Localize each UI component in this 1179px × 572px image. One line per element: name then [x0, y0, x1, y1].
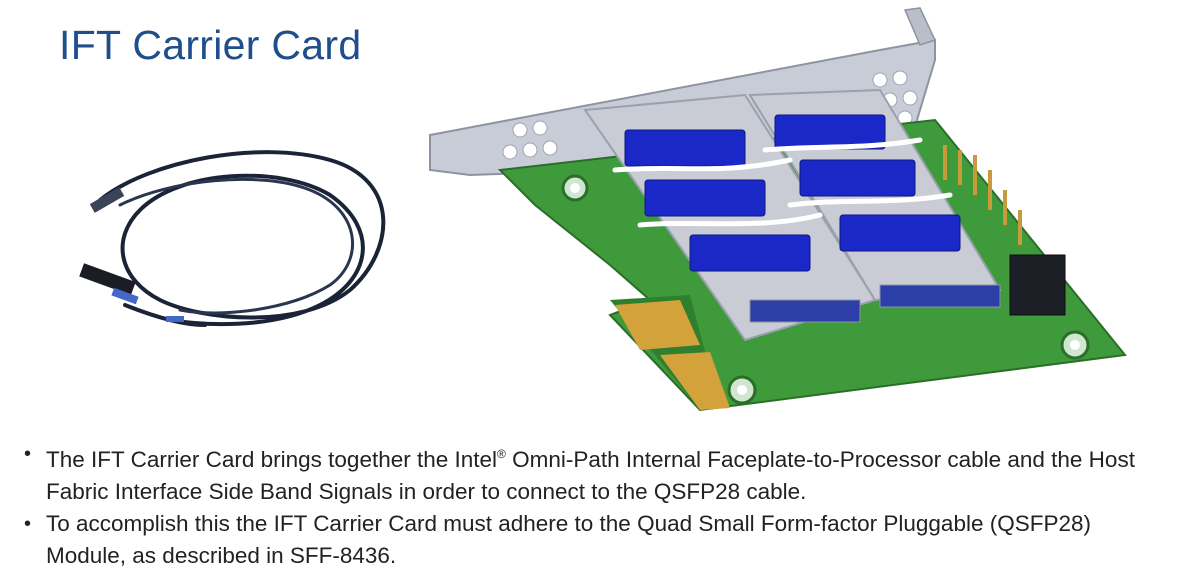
slide-title: IFT Carrier Card	[59, 22, 362, 68]
bullet-item-2: • To accomplish this the IFT Carrier Car…	[22, 508, 1172, 572]
bullet-1-text-start: The IFT Carrier Card brings together the…	[46, 447, 498, 472]
bullet-list: • The IFT Carrier Card brings together t…	[22, 438, 1172, 572]
bullet-1-text-end: Omni-Path Internal Faceplate-to-Processo…	[46, 447, 1135, 504]
registered-mark: ®	[497, 447, 506, 461]
bullet-2-text: To accomplish this the IFT Carrier Card …	[46, 511, 1091, 568]
bullet-dot: •	[24, 443, 32, 465]
bullet-dot: •	[24, 513, 32, 535]
ift-cable-image	[79, 150, 386, 327]
bullet-item-1: • The IFT Carrier Card brings together t…	[22, 438, 1172, 508]
carrier-card-image	[429, 7, 1127, 412]
